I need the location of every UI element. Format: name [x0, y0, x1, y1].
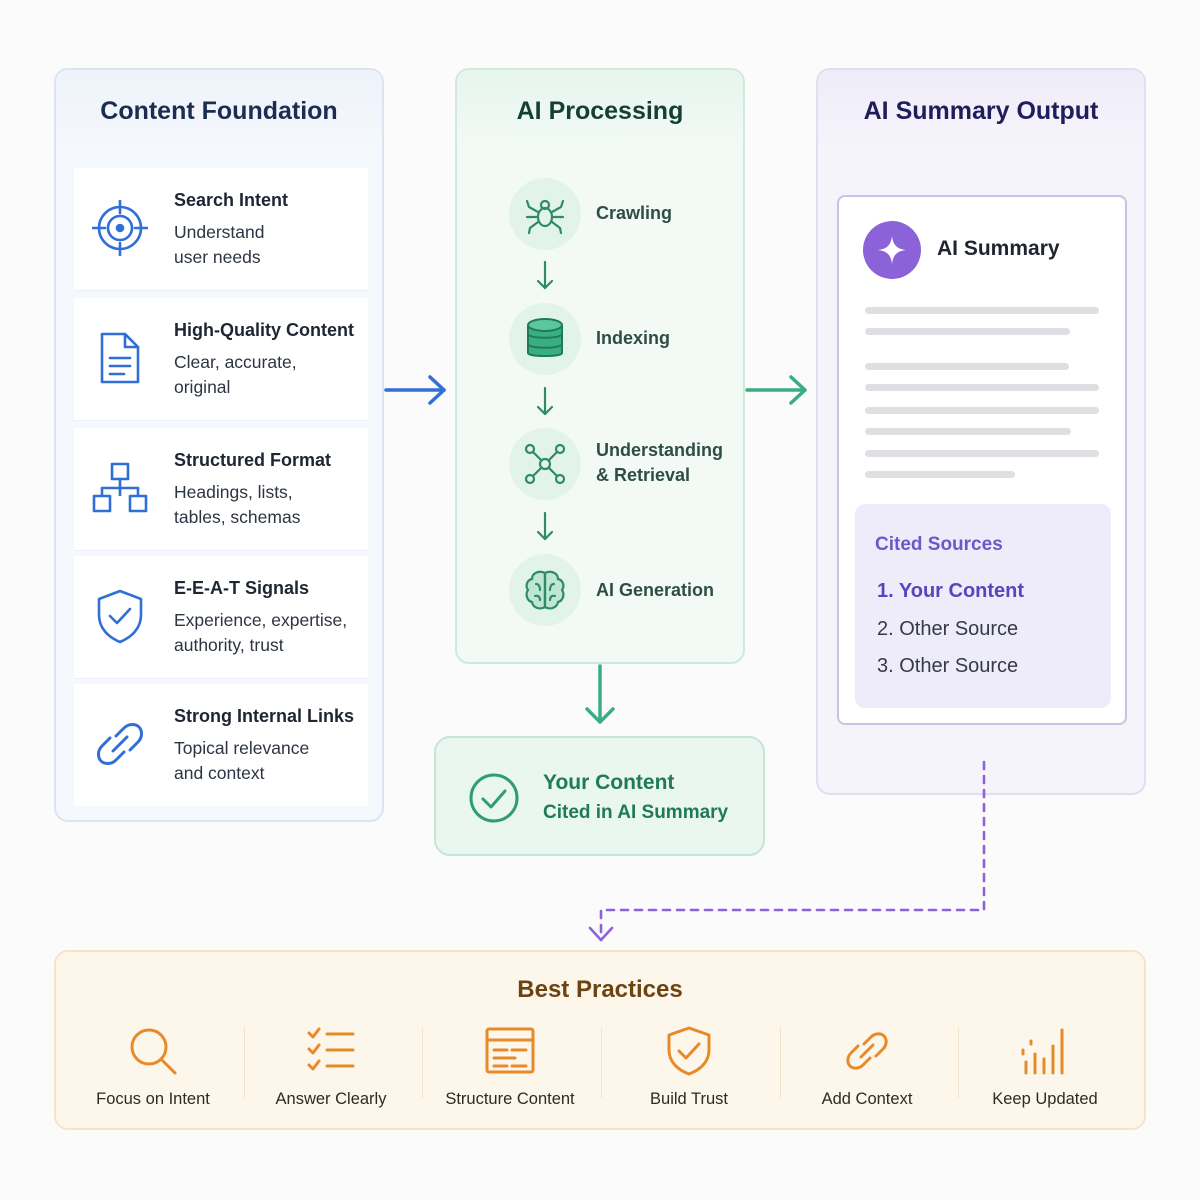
foundation-item-search-intent: Search Intent Understand user needs	[74, 168, 368, 291]
practice-structure-content: Structure Content	[421, 1022, 599, 1112]
hierarchy-icon	[92, 462, 148, 513]
divider	[244, 1028, 245, 1098]
process-step-label: Understanding & Retrieval	[596, 438, 736, 488]
ai-processing-panel: AI Processing Crawling Indexing Understa…	[455, 68, 745, 664]
process-step-label-text: Understanding & Retrieval	[596, 440, 724, 485]
process-step-crawling	[509, 178, 581, 250]
summary-text-line	[865, 450, 1099, 457]
practice-label: Keep Updated	[992, 1090, 1098, 1108]
document-icon	[100, 332, 140, 384]
arrow-right-green	[745, 375, 807, 405]
summary-text-line	[865, 384, 1099, 391]
link-icon	[846, 1032, 888, 1070]
content-cited-result: Your Content Cited in AI Summary	[434, 736, 765, 856]
ai-summary-card-title: AI Summary	[937, 237, 1060, 260]
summary-text-line	[865, 407, 1099, 414]
summary-text-line	[865, 307, 1099, 314]
cited-source-item: 3. Other Source	[877, 655, 1019, 677]
ai-summary-output-panel: AI Summary Output AI Summary Cited Sourc…	[816, 68, 1146, 795]
practice-label: Answer Clearly	[275, 1090, 387, 1108]
process-step-indexing	[509, 303, 581, 375]
summary-text-line	[865, 328, 1070, 335]
link-icon	[97, 723, 143, 765]
practice-keep-updated: Keep Updated	[956, 1022, 1134, 1112]
content-foundation-title: Content Foundation	[56, 70, 382, 152]
content-foundation-panel: Content Foundation Search Intent Underst…	[54, 68, 384, 822]
divider	[601, 1028, 602, 1098]
practice-build-trust: Build Trust	[600, 1022, 778, 1112]
search-icon	[130, 1028, 177, 1075]
cited-source-item: 1. Your Content	[877, 580, 1025, 602]
divider	[780, 1028, 781, 1098]
process-step-ai-generation	[509, 554, 581, 626]
process-step-understanding	[509, 428, 581, 500]
foundation-item-desc: Understand user needs	[174, 222, 265, 267]
practice-label: Structure Content	[445, 1090, 575, 1108]
summary-text-line	[865, 471, 1015, 478]
spider-icon	[525, 199, 565, 235]
arrow-down-icon	[536, 511, 554, 541]
foundation-item-structured-format: Structured Format Headings, lists, table…	[74, 428, 368, 551]
practice-focus-on-intent: Focus on Intent	[64, 1022, 242, 1112]
network-icon	[524, 443, 566, 485]
brain-icon	[525, 570, 565, 610]
target-icon	[92, 200, 148, 256]
practice-answer-clearly: Answer Clearly	[242, 1022, 420, 1112]
arrow-down-icon	[536, 260, 554, 290]
process-step-label: Indexing	[596, 328, 671, 348]
cited-source-item: 2. Other Source	[877, 618, 1019, 640]
ai-processing-title: AI Processing	[457, 70, 743, 152]
foundation-item-title: Search Intent	[174, 190, 289, 210]
bar-chart-icon	[1021, 1028, 1064, 1075]
foundation-item-title: Structured Format	[174, 450, 332, 470]
practice-label: Add Context	[821, 1090, 913, 1108]
practice-label: Focus on Intent	[96, 1090, 210, 1108]
foundation-item-desc: Headings, lists, tables, schemas	[174, 482, 301, 527]
foundation-item-desc: Topical relevance and context	[174, 738, 310, 783]
result-title: Your Content	[543, 771, 675, 794]
divider	[958, 1028, 959, 1098]
foundation-item-title: Strong Internal Links	[174, 706, 355, 726]
dashed-connector-purple	[588, 760, 986, 942]
result-subtitle: Cited in AI Summary	[543, 802, 729, 823]
foundation-item-title: High-Quality Content	[174, 320, 354, 340]
check-circle-icon	[469, 773, 519, 823]
foundation-item-desc: Experience, expertise, authority, trust	[174, 610, 348, 655]
process-step-label: Crawling	[596, 203, 673, 223]
ai-summary-card: AI Summary Cited Sources 1. Your Content…	[837, 195, 1127, 725]
foundation-item-high-quality-content: High-Quality Content Clear, accurate, or…	[74, 298, 368, 421]
checklist-icon	[307, 1027, 355, 1071]
arrow-down-icon	[536, 386, 554, 416]
foundation-item-internal-links: Strong Internal Links Topical relevance …	[74, 684, 368, 806]
cited-sources-title: Cited Sources	[875, 534, 1003, 555]
sparkle-icon	[863, 221, 921, 279]
divider	[422, 1028, 423, 1098]
foundation-item-desc: Clear, accurate, original	[174, 352, 297, 397]
practice-add-context: Add Context	[778, 1022, 956, 1112]
best-practices-title: Best Practices	[517, 976, 683, 1003]
summary-text-line	[865, 363, 1069, 370]
shield-check-icon	[667, 1026, 711, 1076]
database-icon	[527, 318, 563, 357]
cited-sources-box: Cited Sources 1. Your Content 2. Other S…	[855, 504, 1111, 708]
ai-summary-output-title: AI Summary Output	[818, 70, 1144, 152]
best-practices-panel: Best Practices Focus on Intent Answer Cl…	[54, 950, 1146, 1130]
practice-label: Build Trust	[650, 1090, 728, 1108]
summary-text-line	[865, 428, 1071, 435]
foundation-item-eeat-signals: E-E-A-T Signals Experience, expertise, a…	[74, 556, 368, 679]
process-step-label: AI Generation	[596, 580, 715, 600]
foundation-item-title: E-E-A-T Signals	[174, 578, 310, 598]
shield-check-icon	[97, 589, 143, 644]
layout-icon	[485, 1027, 535, 1074]
arrow-right-blue	[384, 375, 446, 405]
arrow-down-green	[585, 664, 615, 724]
